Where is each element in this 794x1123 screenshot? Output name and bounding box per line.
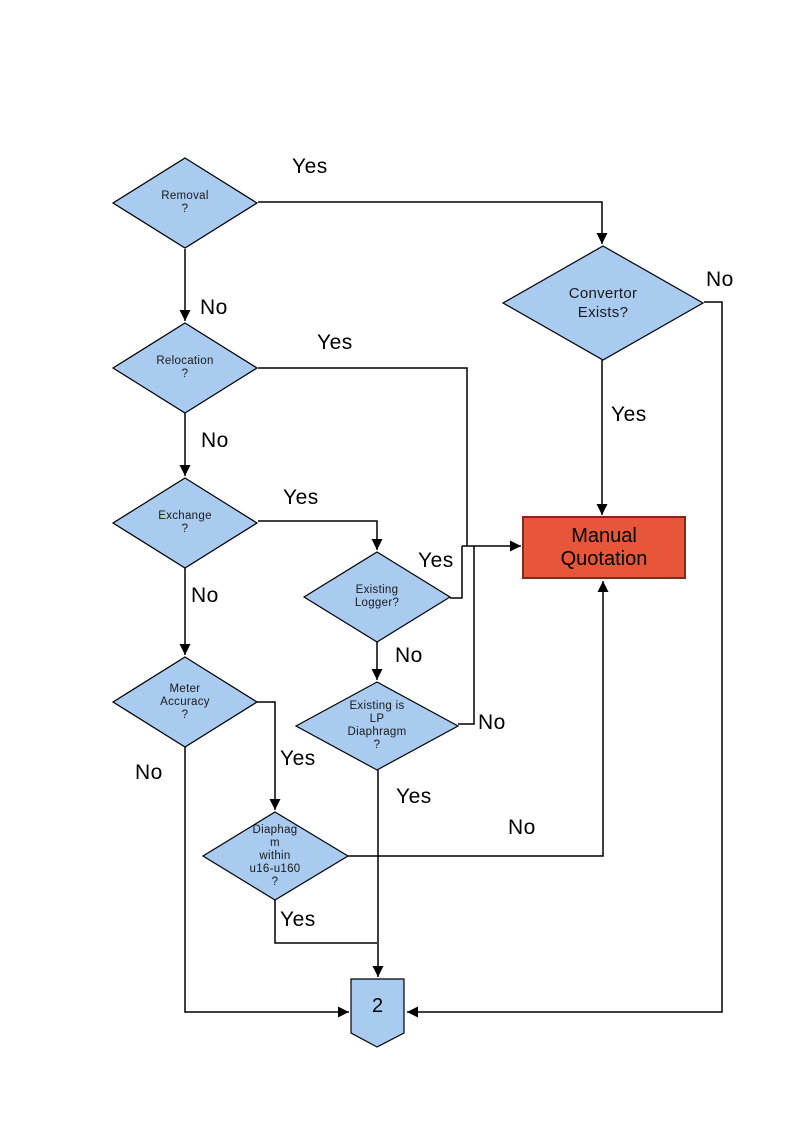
decision-meter-accuracy-label: Meter Accuracy ? bbox=[160, 682, 210, 721]
decision-exchange bbox=[111, 477, 259, 569]
edge-exchange-yes bbox=[258, 520, 383, 550]
decision-convertor-exists-label: Convertor Exists? bbox=[568, 285, 638, 321]
decision-removal-label: Removal ? bbox=[161, 190, 209, 215]
edge-meter-no bbox=[184, 747, 349, 1018]
edge-label-logger-no: No bbox=[395, 644, 423, 667]
edge-label-meter-yes: Yes bbox=[280, 747, 316, 770]
edge-convertor-no bbox=[407, 301, 723, 1018]
connector-2-label: 2 bbox=[371, 994, 384, 1017]
edge-logger-yes bbox=[450, 546, 463, 599]
decision-exchange-label: Exchange ? bbox=[158, 510, 212, 535]
decision-existing-logger-label: Existing Logger? bbox=[354, 584, 400, 609]
edge-label-meter-no: No bbox=[135, 761, 163, 784]
edge-label-convertor-no: No bbox=[706, 268, 734, 291]
edge-label-exchange-yes: Yes bbox=[283, 486, 319, 509]
edge-diaphagm-no bbox=[348, 581, 609, 857]
edge-label-diaphagm-no: No bbox=[508, 816, 536, 839]
decision-removal bbox=[111, 157, 259, 249]
decision-relocation bbox=[111, 322, 259, 414]
decision-diaphagm-within-range bbox=[201, 811, 350, 901]
edge-label-logger-yes: Yes bbox=[418, 549, 454, 572]
edge-label-relocation-no: No bbox=[201, 429, 229, 452]
edge-label-exchange-no: No bbox=[191, 584, 219, 607]
process-manual-quotation bbox=[522, 516, 686, 579]
edge-label-diaphagm-yes: Yes bbox=[280, 908, 316, 931]
decision-existing-lp-diaphragm bbox=[294, 681, 460, 771]
edge-label-lp-yes: Yes bbox=[396, 785, 432, 808]
connector-2-shape bbox=[350, 978, 405, 1048]
decision-existing-lp-diaphragm-label: Existing is LP Diaphragm ? bbox=[347, 700, 407, 751]
decision-existing-logger bbox=[302, 551, 452, 643]
edge-diaphagm-yes bbox=[274, 900, 377, 944]
edge-removal-yes bbox=[258, 201, 608, 244]
edge-label-lp-no: No bbox=[478, 711, 506, 734]
decision-convertor-exists bbox=[501, 245, 705, 361]
edge-lp-no bbox=[458, 546, 475, 725]
process-manual-quotation-label: Manual Quotation bbox=[560, 524, 648, 570]
decision-relocation-label: Relocation ? bbox=[156, 355, 214, 380]
decision-meter-accuracy bbox=[111, 656, 259, 748]
edge-label-convertor-yes: Yes bbox=[611, 403, 647, 426]
edge-meter-yes bbox=[257, 701, 281, 810]
decision-diaphagm-within-range-label: Diaphag m within u16-u160 ? bbox=[249, 823, 301, 888]
edge-relocation-yes bbox=[258, 367, 468, 546]
edge-label-removal-yes: Yes bbox=[292, 155, 328, 178]
edge-label-relocation-yes: Yes bbox=[317, 331, 353, 354]
edge-label-removal-no: No bbox=[200, 296, 228, 319]
